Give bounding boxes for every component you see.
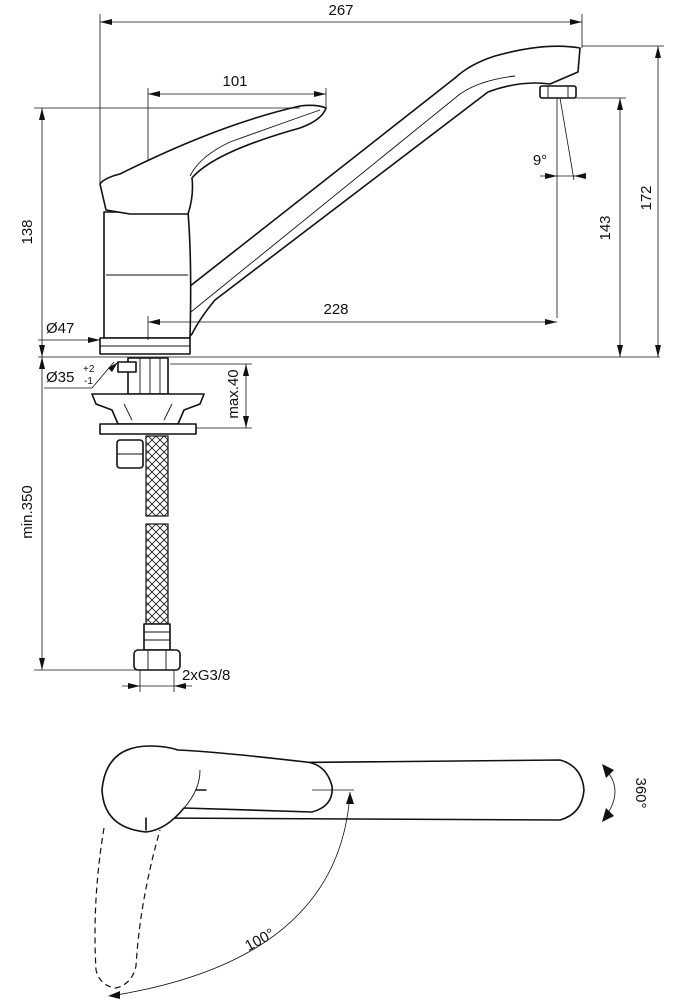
spout-inner-line: [185, 75, 516, 317]
dim-base-diameter: Ø47: [46, 320, 74, 337]
dim-spout-angle: 9°: [533, 152, 547, 169]
braided-hose-upper: [145, 435, 169, 517]
dim-hole-tol-plus: +2: [83, 364, 95, 375]
dim-connection: 2xG3/8: [182, 667, 230, 684]
dimension-lines: [34, 14, 664, 692]
lever-top: [101, 745, 333, 833]
top-view: [94, 745, 616, 999]
dim-max-deck: max.40: [225, 369, 242, 418]
dim-spout-reach: 228: [323, 301, 348, 318]
dim-hole-tol-minus: -1: [84, 376, 93, 387]
dim-hose-length: min.350: [19, 485, 36, 538]
dim-spout-height: 143: [597, 215, 614, 240]
fixing-plate: [91, 393, 205, 425]
dim-swivel-angle: 360°: [632, 777, 649, 808]
rotation-arc: [109, 791, 351, 997]
dim-height-lever: 138: [19, 219, 36, 244]
dim-height-total: 172: [638, 185, 655, 210]
dim-width-total: 267: [328, 2, 353, 19]
dim-lever-length: 101: [222, 73, 247, 90]
braided-hose-lower: [145, 523, 169, 625]
lever-handle: [99, 104, 327, 215]
aerator: [539, 85, 577, 99]
hose-end-nut: [133, 649, 181, 671]
dimension-labels: 267 101 138 9° 143 172 228 Ø47 Ø35 +2 -1…: [19, 2, 655, 684]
dim-lever-rotation: 100°: [242, 925, 277, 955]
dim-hole-diameter: Ø35: [46, 369, 74, 386]
hose-end-fitting: [143, 623, 171, 651]
lever-rotated-position: [94, 827, 161, 989]
side-view: [38, 45, 660, 671]
swivel-arc: [605, 769, 616, 817]
